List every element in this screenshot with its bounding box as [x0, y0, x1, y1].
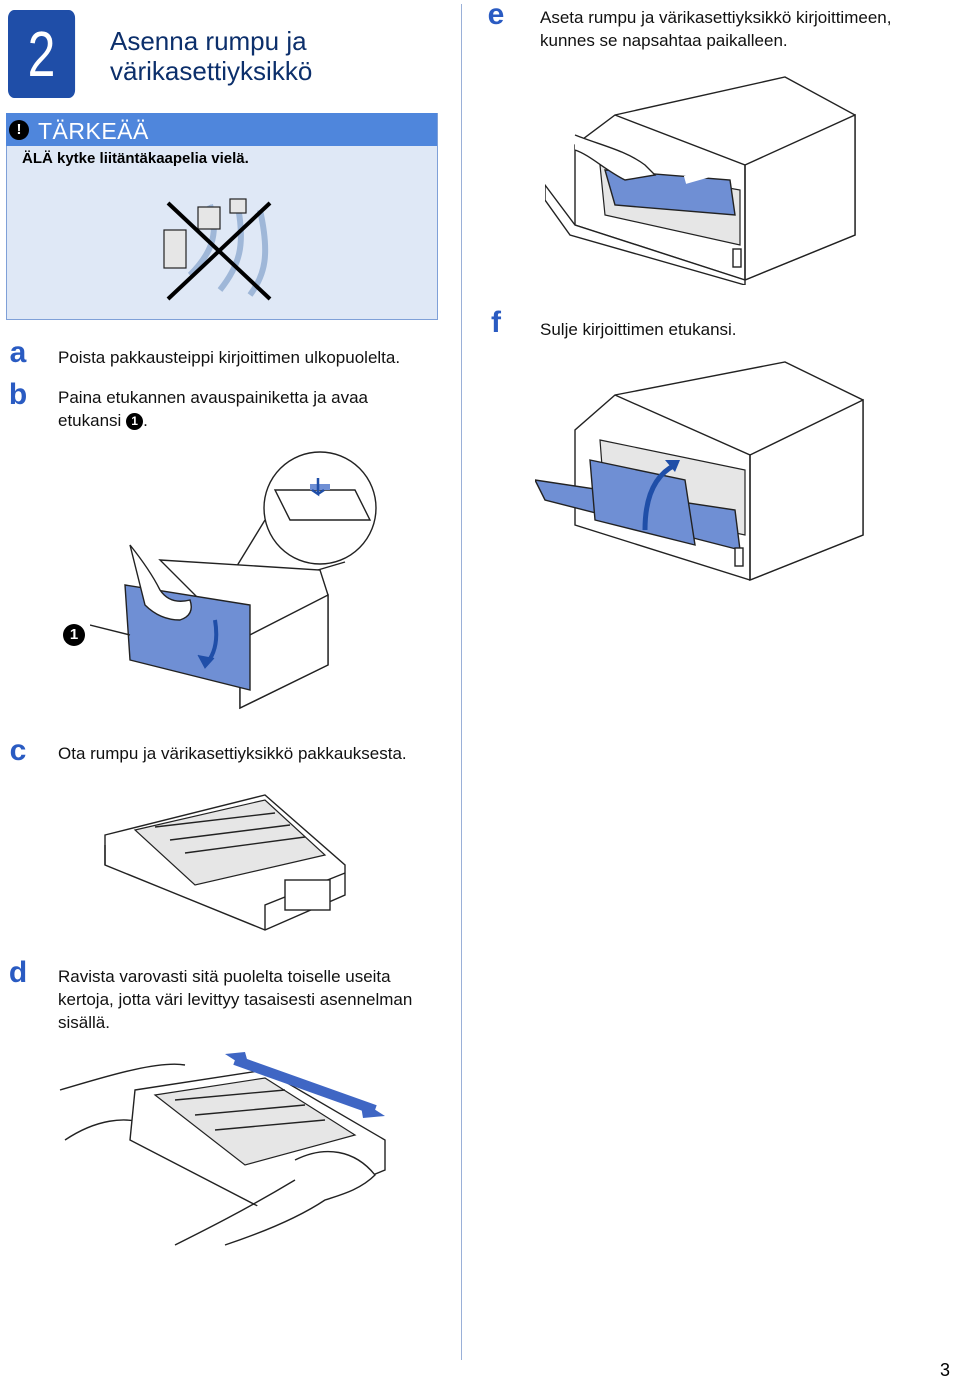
printer-insert-drum-illustration [545, 76, 856, 285]
step-letter-f: f [491, 306, 501, 339]
step-c-text: Ota rumpu ja värikasettiyksikkö pakkauks… [58, 744, 407, 763]
step-letter-d: d [8, 956, 28, 989]
step-f-text: Sulje kirjoittimen etukansi. [540, 320, 737, 339]
printer-open-cover-illustration [90, 451, 377, 710]
exclamation-icon: ! [9, 120, 29, 140]
step-b-text: Paina etukannen avauspainiketta ja avaa … [58, 386, 438, 432]
step-b-period: . [143, 411, 148, 430]
important-title: TÄRKEÄÄ [38, 118, 149, 144]
section-title-line2: värikasettiyksikkö [110, 56, 313, 86]
step-d-line2: kertoja, jotta väri levittyy tasaisesti … [58, 990, 413, 1009]
figure-callout-1: 1 [63, 624, 85, 646]
step-b-line2: etukansi 1. [58, 409, 438, 432]
page-number: 3 [939, 1360, 950, 1380]
step-number-badge: 2 [8, 10, 76, 98]
step-letter-c: c [9, 734, 27, 767]
step-b-line2-text: etukansi [58, 411, 122, 430]
shake-drum-illustration [59, 1052, 386, 1246]
step-letter-b: b [8, 378, 28, 411]
printer-close-cover-illustration [535, 361, 864, 582]
step-e-line1: Aseta rumpu ja värikasettiyksikkö kirjoi… [540, 8, 892, 27]
step-a-text: Poista pakkausteippi kirjoittimen ulkopu… [58, 348, 401, 367]
step-d-line3: sisällä. [58, 1013, 110, 1032]
important-header [6, 113, 437, 146]
callout-1-inline: 1 [126, 413, 144, 430]
cable-crossed-icon [163, 198, 272, 301]
section-title: Asenna rumpu ja värikasettiyksikkö [110, 26, 370, 86]
step-e-line2: kunnes se napsahtaa paikalleen. [540, 31, 788, 50]
column-divider [461, 4, 462, 1360]
important-text: ÄLÄ kytke liitäntäkaapelia vielä. [22, 150, 249, 167]
step-letter-e: e [487, 0, 505, 31]
step-d-line1: Ravista varovasti sitä puolelta toiselle… [58, 967, 391, 986]
section-title-line1: Asenna rumpu ja [110, 26, 307, 56]
step-d-text: Ravista varovasti sitä puolelta toiselle… [58, 965, 453, 1034]
step-letter-a: a [9, 336, 27, 369]
drum-unit-illustration [104, 794, 346, 931]
step-b-line1: Paina etukannen avauspainiketta ja avaa [58, 388, 369, 407]
step-e-text: Aseta rumpu ja värikasettiyksikkö kirjoi… [540, 6, 950, 52]
